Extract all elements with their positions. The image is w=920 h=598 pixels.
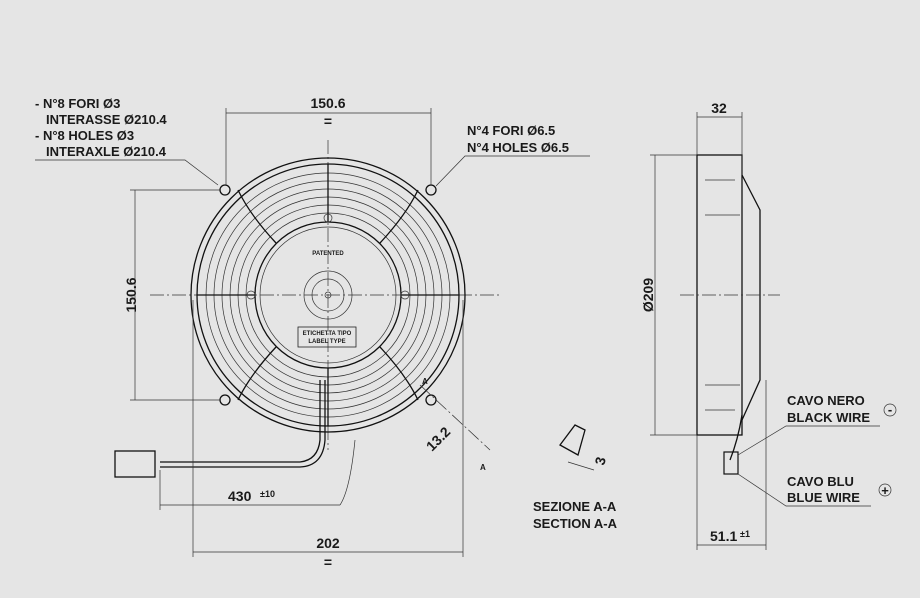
svg-text:INTERAXLE Ø210.4: INTERAXLE Ø210.4	[46, 144, 167, 159]
front-view: PATENTED ETICHETTA TIPO LABEL TYPE 150.6…	[35, 95, 590, 570]
label-type-box: ETICHETTA TIPO LABEL TYPE	[297, 326, 357, 348]
svg-text:32: 32	[711, 100, 727, 116]
svg-text:- N°8 HOLES Ø3: - N°8 HOLES Ø3	[35, 128, 134, 143]
black-wire-callout: CAVO NERO BLACK WIRE -	[737, 393, 897, 456]
dim-cable: 430 ±10	[159, 439, 356, 510]
svg-text:CAVO NERO: CAVO NERO	[787, 393, 865, 408]
dim-height-holes: 150.6	[123, 277, 139, 312]
plus-icon	[878, 483, 892, 497]
svg-text:A: A	[422, 377, 428, 386]
svg-text:INTERASSE Ø210.4: INTERASSE Ø210.4	[46, 112, 167, 127]
label-line-2: LABEL TYPE	[308, 339, 345, 345]
equal-mark: =	[324, 113, 332, 129]
side-cable	[729, 414, 743, 461]
holes-note: - N°8 FORI Ø3 INTERASSE Ø210.4 - N°8 HOL…	[35, 96, 219, 186]
hub-patented-text: PATENTED	[312, 251, 344, 257]
section-view: 3 SEZIONE A-A SECTION A-A	[533, 424, 618, 531]
section-dim: 3	[591, 455, 609, 467]
svg-text:±10: ±10	[260, 489, 275, 499]
dim-section: 13.2	[423, 423, 454, 454]
section-title-en: SECTION A-A	[533, 516, 618, 531]
svg-text:-: -	[888, 402, 892, 417]
svg-text:- N°8 FORI Ø3: - N°8 FORI Ø3	[35, 96, 120, 111]
svg-text:BLACK WIRE: BLACK WIRE	[787, 410, 870, 425]
svg-text:N°4 FORI Ø6.5: N°4 FORI Ø6.5	[467, 123, 555, 138]
svg-text:=: =	[324, 554, 332, 570]
blue-wire-callout: CAVO BLU BLUE WIRE +	[737, 473, 892, 507]
minus-icon	[883, 403, 897, 417]
connector	[114, 450, 156, 478]
svg-text:Ø209: Ø209	[640, 278, 656, 312]
side-view: 32 Ø209 51.1 ±1 CAVO NERO BLACK WIRE - C…	[640, 100, 897, 550]
dim-overall: 202	[316, 535, 340, 551]
svg-text:±1: ±1	[740, 529, 750, 539]
section-marker: A A 13.2	[419, 377, 491, 472]
svg-text:CAVO BLU: CAVO BLU	[787, 474, 854, 489]
section-title-it: SEZIONE A-A	[533, 499, 617, 514]
svg-text:51.1: 51.1	[710, 528, 737, 544]
dim-depth: 32	[696, 100, 743, 175]
cable	[160, 380, 321, 463]
svg-text:BLUE WIRE: BLUE WIRE	[787, 490, 860, 505]
dim-overall-depth: 51.1 ±1	[696, 380, 767, 550]
dim-cable-length: 430	[228, 488, 252, 504]
dim-width-holes: 150.6	[310, 95, 345, 111]
label-line-1: ETICHETTA TIPO	[303, 331, 352, 337]
dim-top: 150.6 =	[225, 95, 432, 185]
mount-note: N°4 FORI Ø6.5 N°4 HOLES Ø6.5	[435, 123, 590, 187]
side-connector	[723, 451, 739, 475]
svg-text:N°4 HOLES Ø6.5: N°4 HOLES Ø6.5	[467, 140, 569, 155]
dim-diameter: Ø209	[640, 154, 697, 436]
svg-text:+: +	[881, 483, 889, 498]
dim-bottom: 202 =	[192, 300, 464, 570]
svg-text:A: A	[480, 463, 486, 472]
dim-left: 150.6	[123, 189, 220, 401]
